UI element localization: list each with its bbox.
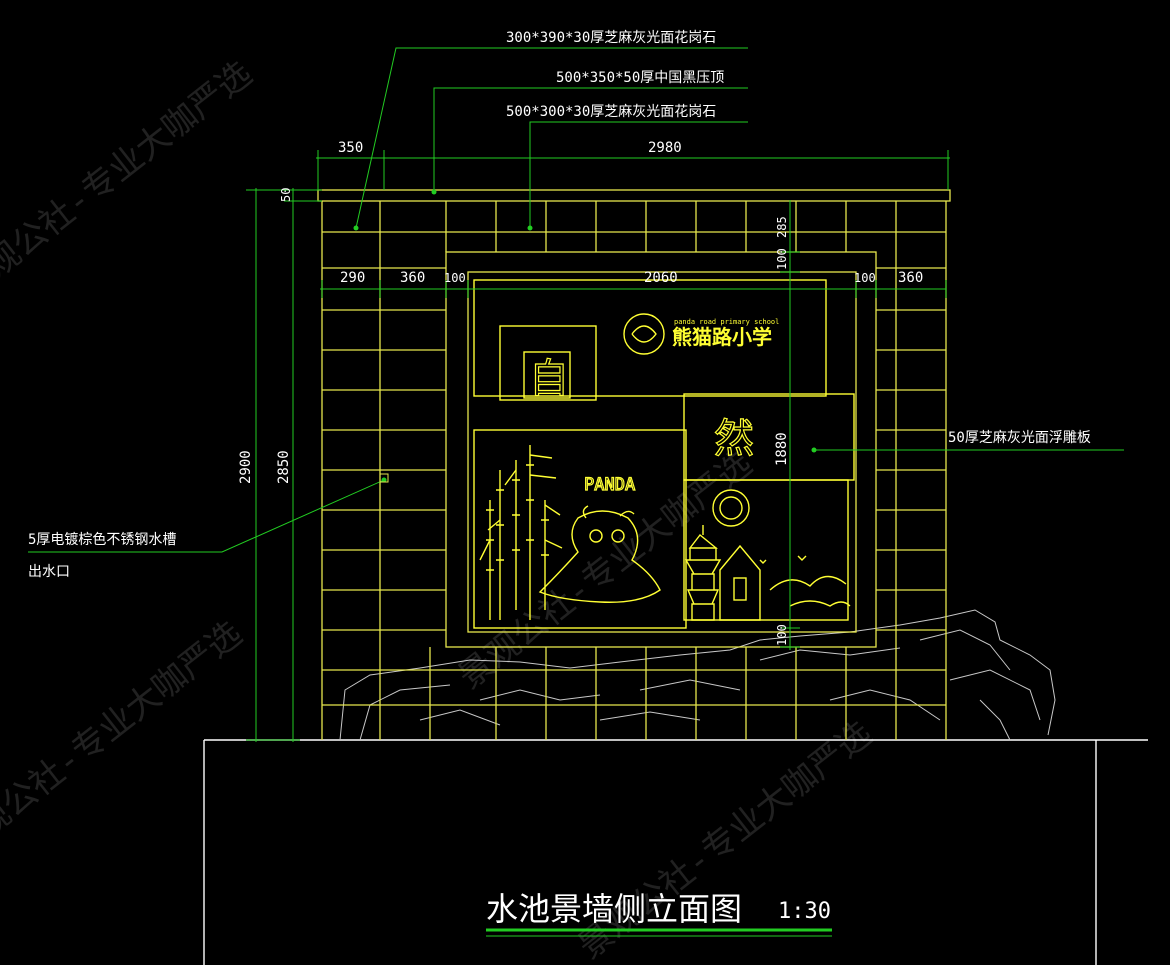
dim-wall: 2850 [276,450,292,484]
panda-icon [538,505,661,603]
dimension-lines [28,47,1124,937]
dim-100-left: 100 [444,271,466,285]
callout-texts: 300*390*30厚芝麻灰光面花岗石 500*350*50厚中国黑压顶 500… [28,30,1091,580]
drawing-title: 水池景墙侧立面图 1:30 [486,890,831,928]
dim-top-main: 2980 [648,140,682,156]
dim-360-right: 360 [898,270,923,286]
school-logo-icon [623,313,665,355]
title-text: 水池景墙侧立面图 [486,890,742,928]
dim-100-bottom: 100 [775,624,789,646]
callout-outlet: 出水口 [28,564,70,580]
school-name: 熊猫路小学 [672,325,772,349]
dim-290: 290 [340,270,365,286]
dimension-texts: 350 2980 290 360 100 2060 100 360 50 290… [238,140,923,646]
panda-word: PANDA [584,475,635,495]
base-structure [203,739,1148,965]
callout-granite-main: 500*300*30厚芝麻灰光面花岗石 [506,104,716,120]
relief-panel [473,279,855,629]
dim-cap: 50 [279,188,293,202]
relief-text: 熊猫路小学 panda road primary school 自 然 PAND… [528,318,779,496]
rock-outline [339,609,1056,741]
dim-top-left: 350 [338,140,363,156]
callout-black-cap: 500*350*50厚中国黑压顶 [556,70,724,86]
callout-water-trough: 5厚电镀棕色不锈钢水槽 [28,531,176,548]
school-subtitle: panda road primary school [674,318,779,326]
sun-ring-icon [712,489,750,527]
bird-icon [759,555,807,564]
pagoda-icon [684,525,722,621]
dim-1880: 1880 [774,432,790,466]
dim-total: 2900 [238,450,254,484]
dim-2060: 2060 [644,270,678,286]
char-ran: 然 [714,416,754,462]
dim-100-top: 100 [775,248,789,270]
house-icon [719,544,761,621]
dim-360-left: 360 [400,270,425,286]
callout-granite-top: 300*390*30厚芝麻灰光面花岗石 [506,30,716,46]
cloud-icon [769,575,851,607]
title-scale: 1:30 [778,899,831,924]
bamboo-icon [479,445,563,620]
dim-285: 285 [775,216,789,238]
dim-100-right: 100 [854,271,876,285]
char-zi: 自 [529,356,569,402]
dimension-ticks [353,189,817,483]
callout-relief-panel: 50厚芝麻灰光面浮雕板 [948,430,1091,446]
